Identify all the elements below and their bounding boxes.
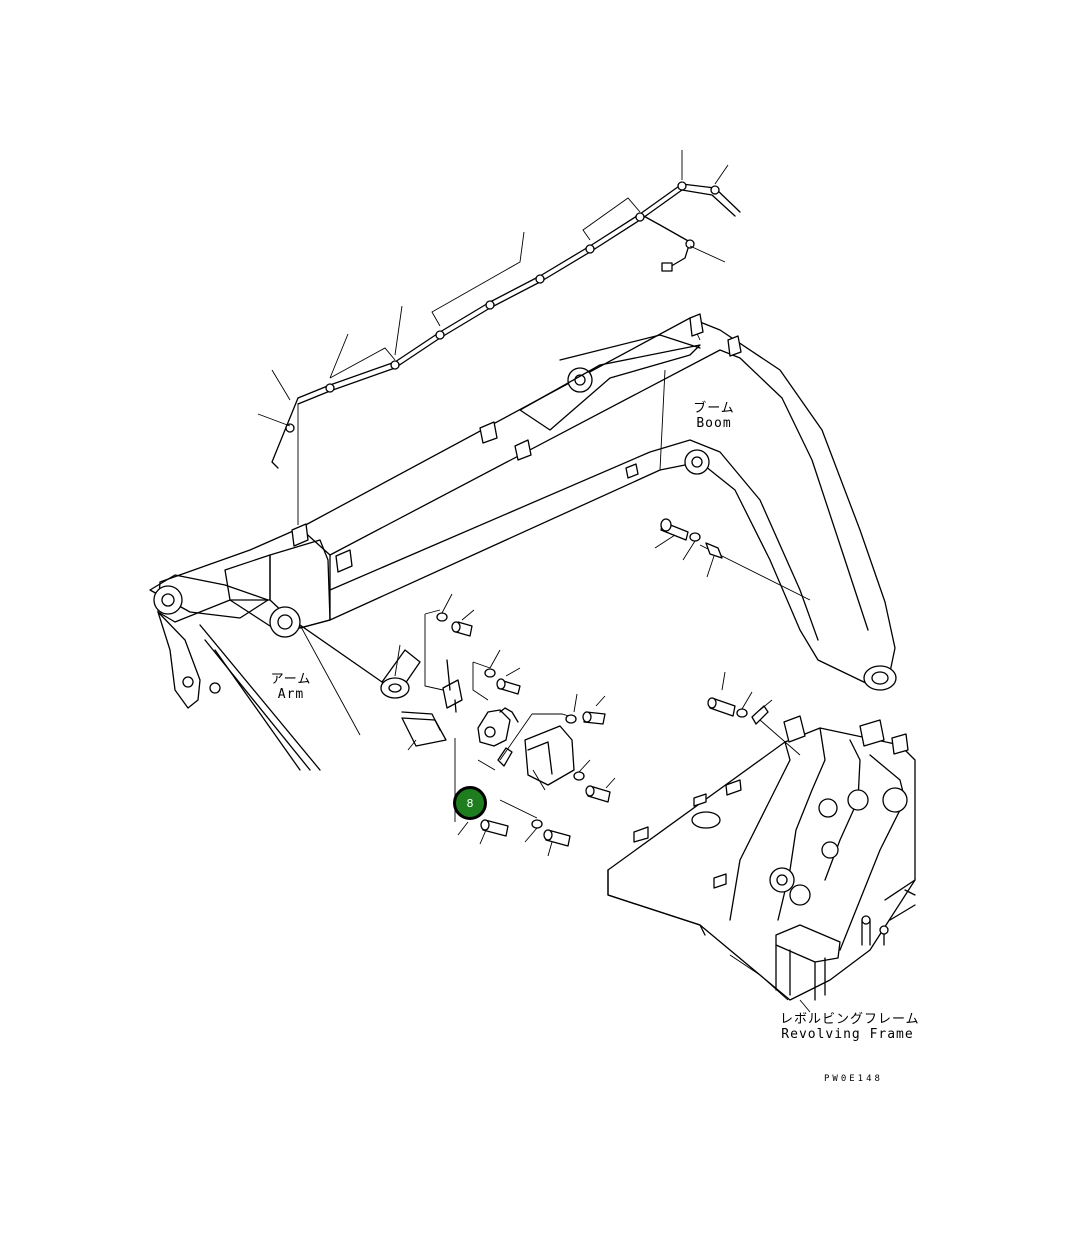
- drawing-code: PW0E148: [824, 1074, 883, 1084]
- boom-mount-hardware: [654, 518, 723, 578]
- boom-label-en: Boom: [696, 416, 732, 431]
- boom-label: ブーム Boom: [688, 401, 740, 431]
- boom-label-jp: ブーム: [693, 401, 735, 416]
- revolving-frame-label-en: Revolving Frame: [781, 1027, 914, 1042]
- revolving-frame: [607, 671, 916, 1013]
- revolving-frame-label: レボルビングフレーム Revolving Frame: [780, 1012, 920, 1042]
- revolving-frame-label-jp: レボルビングフレーム: [780, 1012, 920, 1027]
- boom: [149, 313, 897, 771]
- arm-label: アーム Arm: [265, 672, 317, 702]
- arm-label-jp: アーム: [270, 672, 312, 687]
- arm-mount-parts: [299, 593, 616, 857]
- boom-wiring-harness: [257, 150, 741, 525]
- callout-number: 8: [466, 796, 474, 810]
- callout-marker-8[interactable]: 8: [453, 786, 487, 820]
- arm-label-en: Arm: [277, 687, 305, 702]
